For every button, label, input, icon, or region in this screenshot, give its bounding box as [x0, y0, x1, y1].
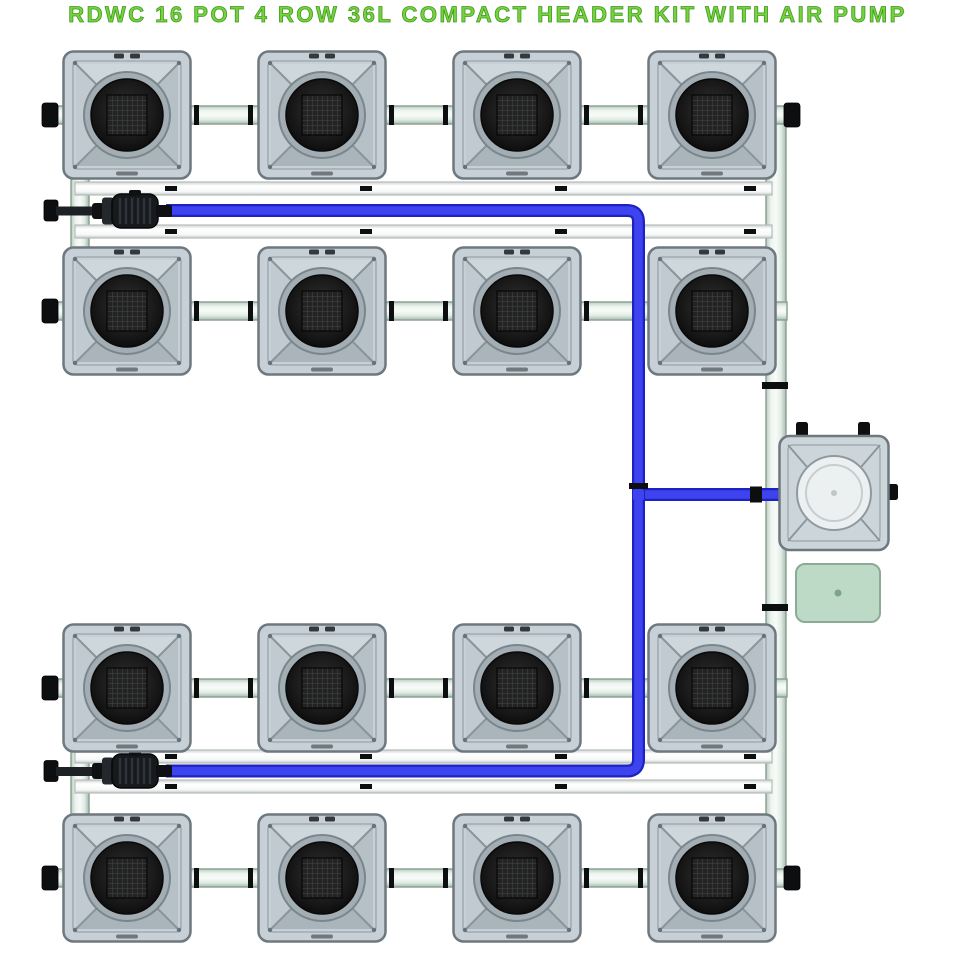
end-cap-left-row-1	[41, 102, 59, 128]
pot-r3c2	[257, 623, 387, 753]
pot-r3c1	[62, 623, 192, 753]
pot-r2c3	[452, 246, 582, 376]
pot-r1c1	[62, 50, 192, 180]
pot-r3c3	[452, 623, 582, 753]
tube-junction	[633, 490, 644, 500]
end-cap-left-row-2	[41, 298, 59, 324]
pump-inlet-hose-top	[56, 206, 96, 216]
branch-riser-clamp	[750, 486, 762, 503]
return-pipe-bottom-1	[74, 749, 773, 764]
riser-clamp-upper	[762, 382, 788, 389]
end-cap-left-row-4	[41, 865, 59, 891]
pot-r4c4	[647, 813, 777, 943]
blue-feed-tubing	[166, 204, 790, 778]
pot-r4c3	[452, 813, 582, 943]
pump-inlet-valve-bottom	[43, 760, 59, 782]
pot-r1c3	[452, 50, 582, 180]
air-pump	[795, 563, 881, 623]
pot-r3c4	[647, 623, 777, 753]
pot-r4c1	[62, 813, 192, 943]
return-pipe-bottom-2	[74, 779, 773, 794]
end-cap-left-row-3	[41, 675, 59, 701]
pump-inlet-valve-top	[43, 199, 59, 222]
pot-r2c4	[647, 246, 777, 376]
header-tank	[778, 420, 900, 552]
pot-r1c2	[257, 50, 387, 180]
pot-r2c1	[62, 246, 192, 376]
water-pump-assembly-bottom	[43, 748, 174, 790]
water-pump-top	[90, 188, 174, 230]
pot-r4c2	[257, 813, 387, 943]
pump-inlet-hose-bottom	[56, 767, 96, 776]
end-cap-right-row-1	[783, 102, 801, 128]
return-pipe-top-1	[74, 181, 773, 196]
riser-clamp-lower	[762, 604, 788, 611]
tube-junction-clamp	[629, 483, 648, 489]
end-cap-right-row-4	[783, 865, 801, 891]
pot-r1c4	[647, 50, 777, 180]
return-pipe-top-2	[74, 224, 773, 239]
water-pump-assembly-top	[43, 188, 174, 230]
air-pump-dot	[834, 589, 842, 597]
page-title: RDWC 16 POT 4 ROW 36L COMPACT HEADER KIT…	[68, 2, 907, 28]
pot-r2c2	[257, 246, 387, 376]
